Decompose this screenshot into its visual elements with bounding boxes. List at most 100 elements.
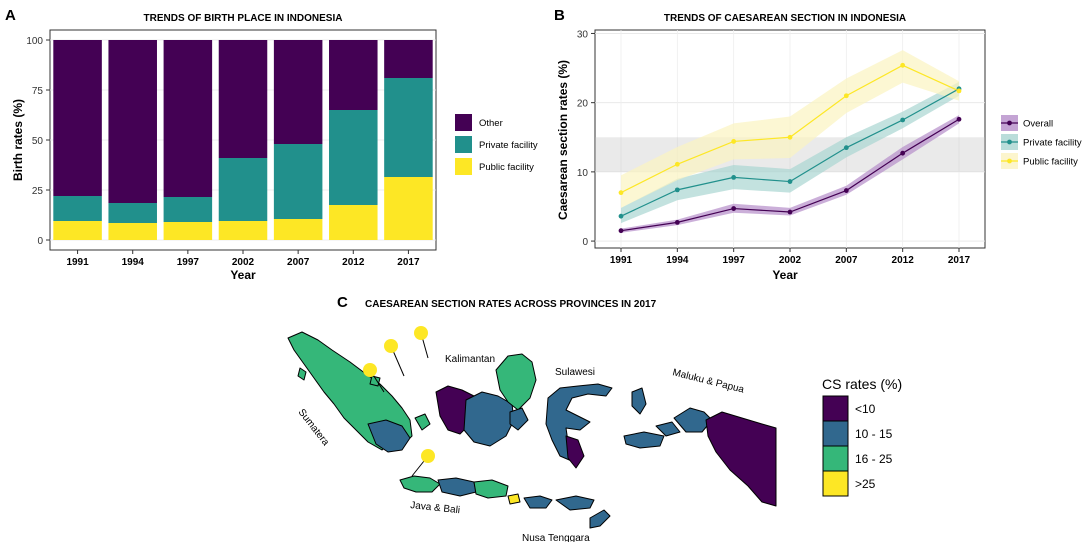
panel-a-bar-segment [108,203,157,223]
marker-circle [414,326,428,340]
panel-a-ylabel: Birth rates (%) [11,99,25,181]
map-legend: CS rates (%) <10 10 - 15 16 - 25 >25 [822,376,902,497]
map-markers [363,326,435,477]
panel-b-legend-point-swatch [1007,139,1012,145]
map-island-seram [655,421,681,437]
marker-circle [421,449,435,463]
map-legend-swatch [822,445,849,472]
panel-b-confidence-band [621,50,959,208]
panel-a-bar-segment [163,40,213,197]
panel-a-x-tick-label: 2002 [232,257,255,268]
panel-a-bar-segment [108,223,157,240]
panel-b-data-point [956,88,962,94]
panel-b-data-point [618,190,624,196]
panel-b-y-tick-label: 20 [577,99,589,110]
panel-b-legend-label: Private facility [1023,138,1082,149]
panel-a-bar-segment [163,197,213,222]
panel-a-legend-label: Other [479,118,503,129]
region-label-sumatera: Sumatera [296,407,332,448]
panel-b-x-tick-label: 2017 [948,255,971,266]
panel-b-legend-point-swatch [1007,120,1012,126]
panel-a-title: TRENDS OF BIRTH PLACE IN INDONESIA [144,13,343,24]
map-legend-label: <10 [855,402,876,416]
panel-b-data-point [900,150,906,156]
panel-a-y-tick-label: 0 [37,236,43,247]
panel-a-letter: A [5,7,16,24]
panel-a-bar-segment [329,205,378,240]
panel-a: A TRENDS OF BIRTH PLACE IN INDONESIA 025… [5,7,538,282]
panel-b-data-point [731,206,737,211]
panel-a-y-tick-label: 50 [32,136,44,147]
panel-b-data-point [731,139,737,144]
panel-b-confidence-band [621,81,959,224]
region-label-java: Java & Bali [410,500,461,516]
map-province-north-maluku [631,387,647,415]
panel-a-bar-segment [163,222,213,240]
map-province-central-java [437,477,477,497]
map-legend-swatch [822,395,849,422]
panel-a-x-tick-label: 1997 [177,257,200,268]
map-legend-label: >25 [855,477,876,491]
panel-a-bar-segment [329,40,378,110]
region-label-sulawesi: Sulawesi [555,367,595,378]
panel-b-x-tick-label: 2007 [835,255,858,266]
map-legend-label: 16 - 25 [855,452,893,466]
panel-c-letter: C [337,294,348,311]
panel-a-x-tick-label: 1991 [66,257,89,268]
panel-a-bar-segment [218,158,268,221]
panel-a-bar-segment [108,40,157,203]
panel-b-data-point [674,219,680,225]
panel-a-bar-segment [384,78,433,177]
map-province-south-kalimantan [509,407,529,431]
map-province-ntb [523,495,553,509]
panel-b-xlabel: Year [772,268,798,282]
panel-a-y-tick-label: 100 [26,36,43,47]
map-province-sulawesi-southeast [565,435,585,469]
map-legend-label: 10 - 15 [855,427,893,441]
panel-a-bar-segment [53,40,102,196]
panel-b-y-tick-label: 0 [582,237,588,248]
marker-circle [363,363,377,377]
panel-b-data-point [618,228,624,234]
panel-b-series-points [618,62,962,234]
panel-b-data-point [900,117,906,123]
map-island-riau [369,375,381,387]
map-island-timor [589,509,611,529]
panel-b-data-point [674,187,680,193]
map-province-papua [705,411,777,507]
panel-a-x-tick-label: 2017 [397,257,420,268]
panel-a-xlabel: Year [230,268,256,282]
panel-b-data-point [956,116,962,122]
panel-a-bar-segment [218,221,268,240]
panel-b-x-tick-label: 1994 [666,255,689,266]
panel-b-legend-label: Overall [1023,119,1053,130]
panel-c-title: CAESAREAN SECTION RATES ACROSS PROVINCES… [365,299,657,310]
panel-b-ylabel: Caesarean section rates (%) [556,60,570,220]
panel-b-legend-label: Public facility [1023,157,1078,168]
panel-b: B TRENDS OF CAESAREAN SECTION IN INDONES… [554,7,1082,282]
panel-b-data-point [843,93,849,99]
panel-c: C CAESAREAN SECTION RATES ACROSS PROVINC… [287,294,902,542]
map-province-central-kalimantan [463,391,515,447]
panel-a-bar-segment [329,110,378,205]
map-legend-items: <10 10 - 15 16 - 25 >25 [822,395,893,497]
panel-a-x-tick-label: 1994 [122,257,145,268]
map-legend-title: CS rates (%) [822,376,902,392]
panel-b-confidence-band [621,115,959,233]
panel-b-data-point [843,145,849,151]
map-province-east-java [473,479,509,499]
map-legend-swatch [822,470,849,497]
map-province-maluku [623,431,665,449]
panel-b-confidence-bands [621,50,959,233]
panel-a-bar-segment [218,40,268,158]
panel-a-legend-swatch [455,136,472,153]
panel-b-x-tick-label: 1991 [610,255,633,266]
panel-a-bar-segment [53,196,102,221]
panel-b-data-point [618,213,624,219]
panel-a-legend-label: Private facility [479,140,538,151]
